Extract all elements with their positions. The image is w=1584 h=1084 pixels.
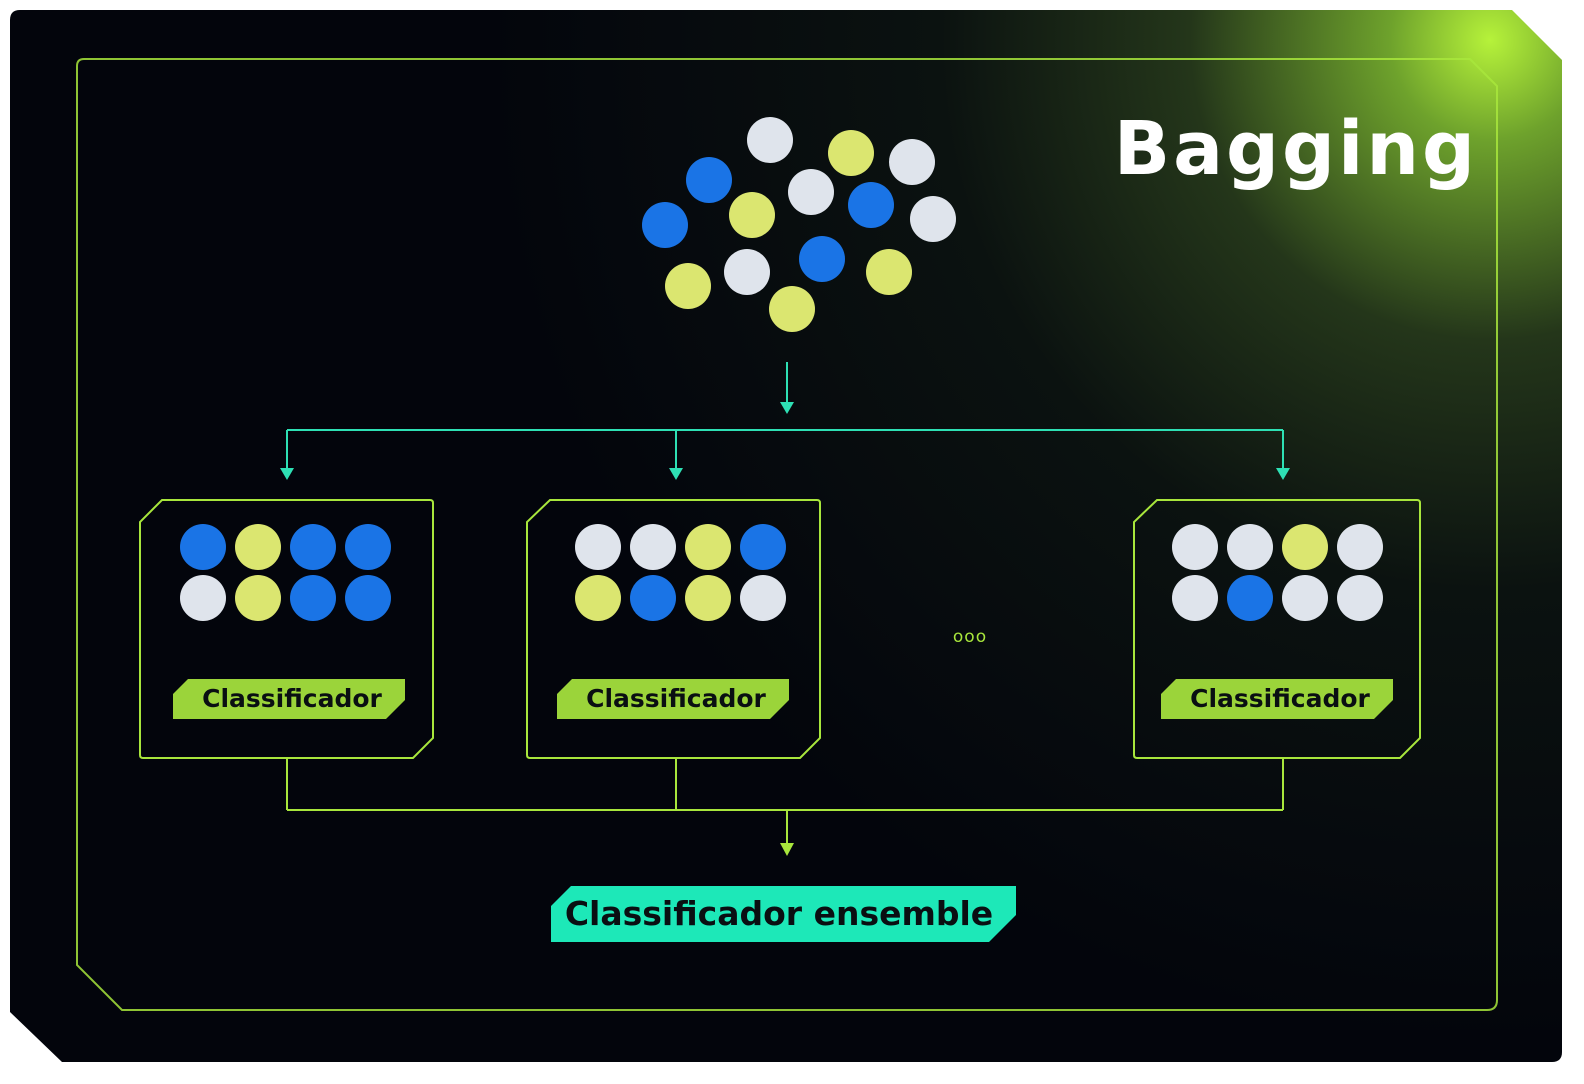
diagram-title: Bagging: [1114, 106, 1478, 192]
arrowhead-ensemble: [780, 843, 794, 856]
classifier-label: Classificador: [202, 684, 382, 713]
merge-connectors: [286, 758, 1284, 848]
dataset-dot-lime: [665, 263, 711, 309]
dataset-dot-lime: [828, 130, 874, 176]
sample-dot-white: [1172, 575, 1218, 621]
card-background: [10, 10, 1562, 1062]
sample-dot-blue: [180, 524, 226, 570]
classifier-box-3: Classificador: [1133, 499, 1421, 759]
dataset-dot-white: [889, 139, 935, 185]
dataset-dot-blue: [799, 236, 845, 282]
sample-dot-blue: [740, 524, 786, 570]
classifier-frame: [526, 499, 821, 759]
sample-dot-white: [740, 575, 786, 621]
sample-dot-lime: [1282, 524, 1328, 570]
dataset-cluster: [642, 117, 956, 332]
dataset-dot-lime: [729, 192, 775, 238]
ensemble-label-tag: [551, 886, 1016, 942]
inner-frame: [76, 58, 1498, 1011]
classifier-label: Classificador: [586, 684, 766, 713]
classifier-label-tag: [1161, 679, 1393, 719]
classifier-sample-dots: [1172, 524, 1383, 621]
classifier-sample-dots: [575, 524, 786, 621]
classifier-box-2: Classificador: [526, 499, 821, 759]
sample-dot-lime: [685, 575, 731, 621]
split-connectors: [286, 362, 1284, 474]
dataset-dot-lime: [769, 286, 815, 332]
classifier-label-tag: [557, 679, 789, 719]
sample-dot-lime: [235, 575, 281, 621]
dataset-dot-blue: [642, 202, 688, 248]
sample-dot-white: [1227, 524, 1273, 570]
sample-dot-blue: [1227, 575, 1273, 621]
sample-dot-white: [575, 524, 621, 570]
more-classifiers-ellipsis: ooo: [953, 627, 987, 647]
dataset-dot-white: [910, 196, 956, 242]
arrowhead-dataset: [780, 402, 794, 414]
sample-dot-lime: [575, 575, 621, 621]
sample-dot-blue: [345, 524, 391, 570]
arrowhead-right: [1276, 468, 1290, 480]
sample-dot-white: [1282, 575, 1328, 621]
classifier-frame: [1133, 499, 1421, 759]
classifier-label-tag: [173, 679, 405, 719]
sample-dot-blue: [345, 575, 391, 621]
sample-dot-white: [1172, 524, 1218, 570]
arrowhead-middle: [669, 468, 683, 480]
dataset-dot-lime: [866, 249, 912, 295]
dataset-dot-white: [788, 169, 834, 215]
sample-dot-lime: [235, 524, 281, 570]
sample-dot-lime: [685, 524, 731, 570]
sample-dot-white: [1337, 524, 1383, 570]
classifier-sample-dots: [180, 524, 391, 621]
ensemble-label: Classificador ensemble: [565, 894, 993, 933]
sample-dot-blue: [290, 524, 336, 570]
sample-dot-blue: [290, 575, 336, 621]
arrowhead-left: [280, 468, 294, 480]
classifier-label: Classificador: [1190, 684, 1370, 713]
split-arrowheads: [280, 402, 1290, 480]
sample-dot-blue: [630, 575, 676, 621]
sample-dot-white: [1337, 575, 1383, 621]
dataset-dot-blue: [848, 182, 894, 228]
dataset-dot-white: [747, 117, 793, 163]
sample-dot-white: [180, 575, 226, 621]
classifier-frame: [139, 499, 434, 759]
sample-dot-white: [630, 524, 676, 570]
classifier-box-1: Classificador: [139, 499, 434, 759]
dataset-dot-blue: [686, 157, 732, 203]
dataset-dot-white: [724, 249, 770, 295]
